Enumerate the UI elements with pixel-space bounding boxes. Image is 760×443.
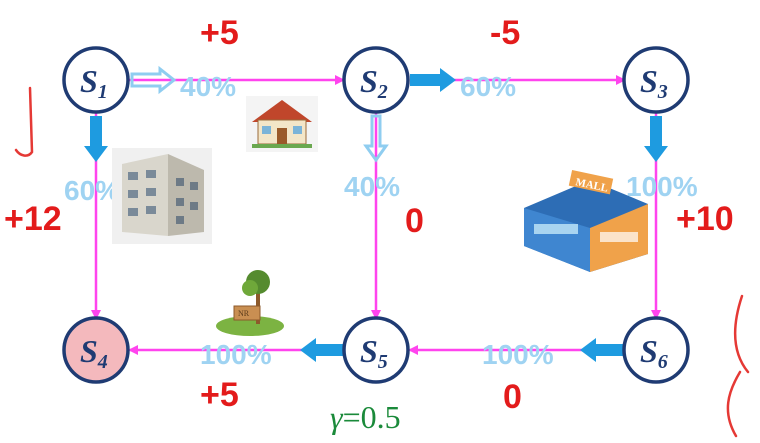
reward-labels: +5 -5 +12 0 +10 +5 0 bbox=[4, 14, 734, 416]
prob-label-s3-s6: 100% bbox=[626, 171, 698, 202]
mall-icon: MALL bbox=[524, 170, 648, 272]
gamma-symbol: γ bbox=[330, 399, 344, 435]
park-icon: NR bbox=[216, 270, 284, 336]
reward-s6-s5: 0 bbox=[503, 378, 522, 416]
prob-arrow-s2-s3 bbox=[410, 68, 456, 92]
prob-arrow-s3-s6 bbox=[644, 116, 668, 162]
apartment-icon bbox=[112, 148, 212, 244]
state-label-s5: S bbox=[360, 333, 378, 369]
reward-s1-s4: +12 bbox=[4, 200, 62, 238]
reward-s1-s2: +5 bbox=[200, 14, 239, 52]
svg-text:S6: S6 bbox=[640, 333, 668, 373]
state-node-s5: S5 bbox=[342, 316, 410, 384]
state-label-s6: S bbox=[640, 333, 658, 369]
prob-arrows bbox=[84, 65, 668, 362]
svg-text:S1: S1 bbox=[80, 63, 108, 103]
prob-arrow-s2-s5 bbox=[363, 114, 389, 163]
prob-label-s2-s5: 40% bbox=[344, 171, 400, 202]
reward-s2-s3: -5 bbox=[490, 14, 520, 52]
svg-text:S5: S5 bbox=[360, 333, 388, 373]
prob-label-s2-s3: 60% bbox=[460, 71, 516, 102]
state-sub-s1: 1 bbox=[98, 81, 108, 103]
reward-s3-s6: +10 bbox=[676, 200, 734, 238]
svg-text:S4: S4 bbox=[80, 333, 108, 373]
state-label-s3: S bbox=[640, 63, 658, 99]
reward-s2-s5: 0 bbox=[405, 202, 424, 240]
state-node-s6: S6 bbox=[622, 316, 690, 384]
svg-text:S3: S3 bbox=[640, 63, 668, 103]
prob-arrow-s5-s4 bbox=[300, 338, 344, 362]
prob-arrow-s1-s2 bbox=[130, 65, 177, 95]
state-sub-s3: 3 bbox=[657, 81, 668, 103]
gamma-value: =0.5 bbox=[343, 399, 401, 435]
state-node-s2: S2 bbox=[342, 46, 410, 114]
svg-text:S2: S2 bbox=[360, 63, 388, 103]
park-sign-text: NR bbox=[238, 309, 250, 318]
state-sub-s2: 2 bbox=[377, 81, 388, 103]
prob-label-s6-s5: 100% bbox=[482, 339, 554, 370]
state-label-s4: S bbox=[80, 333, 98, 369]
prob-label-s5-s4: 100% bbox=[200, 339, 272, 370]
gamma-label: γ=0.5 bbox=[330, 399, 401, 435]
state-node-s3: S3 bbox=[622, 46, 690, 114]
pen-annotations bbox=[14, 86, 750, 438]
state-node-s4: S4 bbox=[62, 316, 130, 384]
prob-arrow-s6-s5 bbox=[580, 338, 624, 362]
state-sub-s6: 6 bbox=[658, 351, 668, 373]
state-nodes: S1 S2 S3 S4 S5 S6 bbox=[62, 46, 690, 384]
state-sub-s4: 4 bbox=[97, 351, 108, 373]
prob-arrow-s1-s4 bbox=[84, 116, 108, 162]
reward-s5-s4: +5 bbox=[200, 376, 239, 414]
state-sub-s5: 5 bbox=[378, 351, 388, 373]
state-node-s1: S1 bbox=[62, 46, 130, 114]
prob-labels: 40% 60% 60% 40% 100% 100% 100% bbox=[64, 71, 698, 370]
house-icon bbox=[246, 96, 318, 152]
prob-label-s1-s4: 60% bbox=[64, 175, 120, 206]
state-label-s1: S bbox=[80, 63, 98, 99]
prob-label-s1-s2: 40% bbox=[180, 71, 236, 102]
state-label-s2: S bbox=[360, 63, 378, 99]
